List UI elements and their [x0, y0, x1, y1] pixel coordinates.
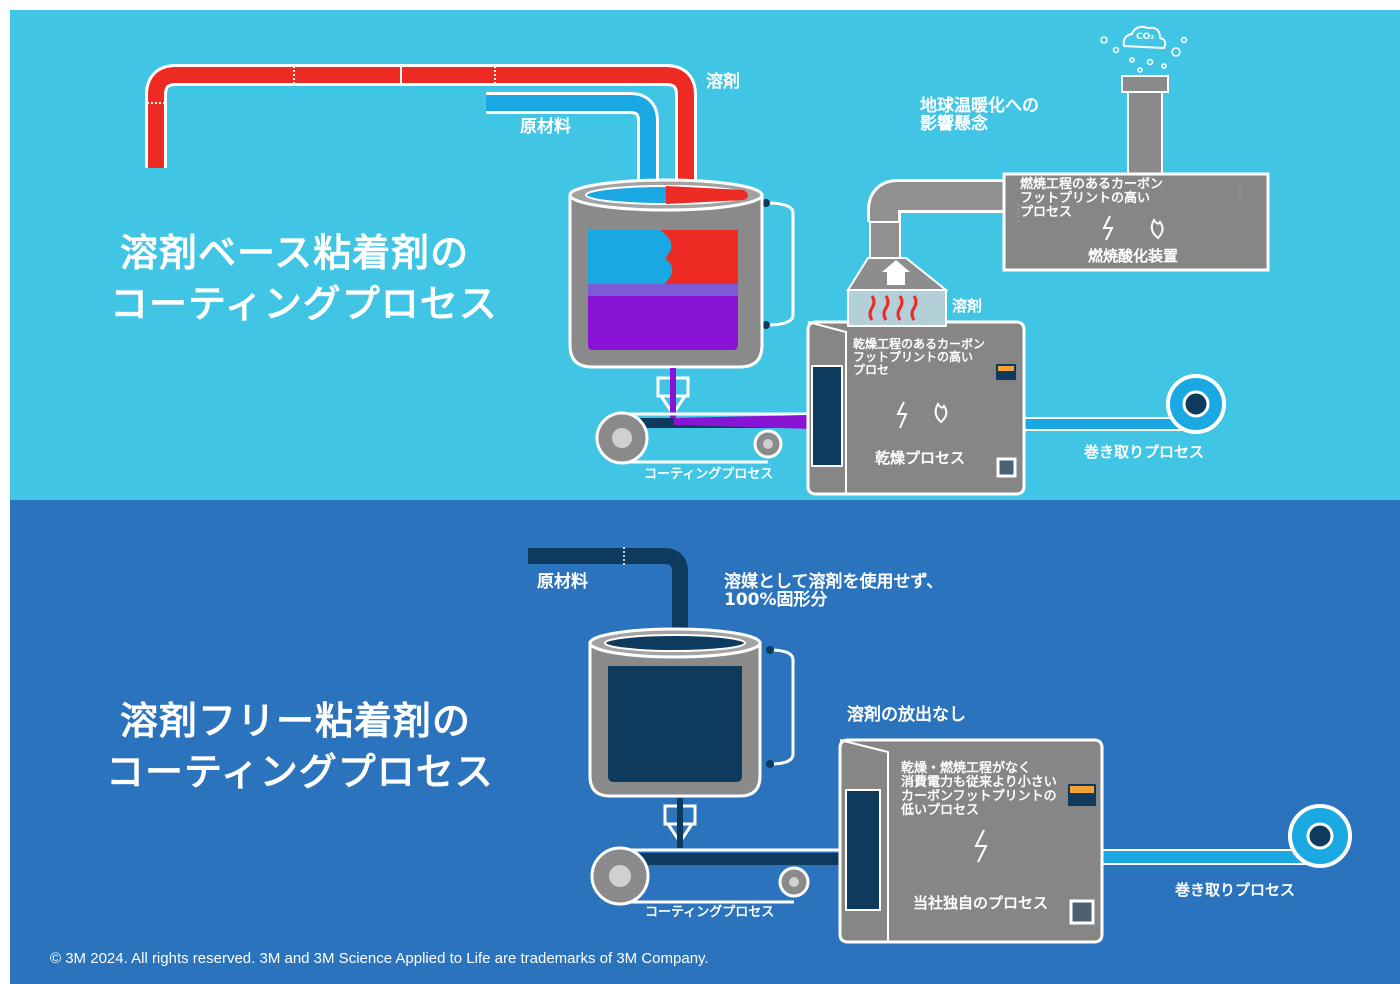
bottom-title-line1: 溶剤フリー粘着剤の: [120, 699, 472, 743]
mixing-tank-bottom: [588, 627, 795, 798]
winding-belt-bottom: [1099, 804, 1352, 868]
raw-material-pipe-bottom: [528, 547, 688, 640]
coating-nozzle-bottom: [663, 798, 697, 848]
coating-conveyor-bottom: [590, 846, 880, 906]
oxidizer-description: 燃焼工程のあるカーボン フットプリントの高い プロセス: [1020, 177, 1164, 221]
dryer-description: 乾燥工程のあるカーボン フットプリントの高い プロセ: [853, 337, 986, 377]
solvent-free-machine: [838, 738, 1104, 944]
no-emission-label: 溶剤の放出なし: [847, 705, 966, 725]
oxidizer-label: 燃焼酸化装置: [1088, 247, 1179, 265]
top-title-line2: コーティングプロセス: [110, 282, 498, 327]
top-title: 溶剤ベース粘着剤の コーティングプロセス: [110, 228, 498, 331]
winding-label-bottom: 巻き取りプロセス: [1175, 881, 1296, 899]
global-warming-label: 地球温暖化への 影響懸念: [920, 96, 1039, 135]
no-solvent-label: 溶媒として溶剤を使用せず、 100%固形分: [724, 572, 944, 611]
co2-label: CO₂: [1136, 32, 1155, 42]
raw-material-label: 原材料: [520, 117, 571, 137]
coating-label-top: コーティングプロセス: [644, 467, 774, 482]
bottom-title: 溶剤フリー粘着剤の コーティングプロセス: [106, 696, 494, 799]
hood-solvent-label: 溶剤: [952, 297, 983, 315]
winding-label-top: 巻き取りプロセス: [1084, 443, 1205, 461]
coating-label-bottom: コーティングプロセス: [645, 905, 775, 920]
exhaust-hood: [846, 179, 1004, 327]
top-title-line1: 溶剤ベース粘着剤の: [120, 231, 470, 275]
solvent-pipe: [145, 64, 697, 195]
copyright-footer: © 3M 2024. All rights reserved. 3M and 3…: [50, 950, 709, 967]
dryer-machine: [806, 320, 1026, 496]
coating-conveyor-top: [595, 411, 854, 465]
winding-belt-top: [1023, 374, 1226, 434]
bottom-title-line2: コーティングプロセス: [106, 750, 494, 795]
combustion-oxidizer: [1002, 172, 1270, 272]
solvent-label: 溶剤: [706, 72, 740, 92]
machine-label: 当社独自のプロセス: [913, 894, 1049, 912]
raw-material-pipe: [486, 92, 659, 195]
mixing-tank-top: [568, 178, 795, 369]
machine-description: 乾燥・燃焼工程がなく 消費電力も従来より小さい カーボンフットプリントの 低いプ…: [901, 761, 1057, 819]
raw-material-label-bottom: 原材料: [537, 572, 588, 592]
chimney: [1100, 25, 1188, 175]
dryer-label: 乾燥プロセス: [875, 449, 966, 467]
